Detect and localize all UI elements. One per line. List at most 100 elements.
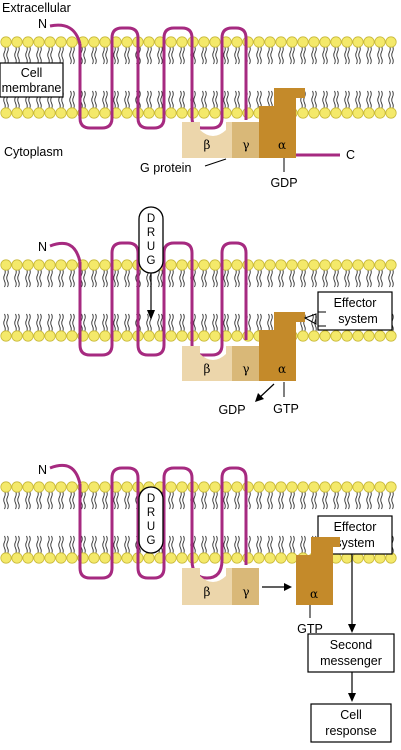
lipid-head [121, 330, 133, 342]
lipid-tail [102, 90, 108, 110]
lipid-tail [377, 268, 383, 288]
lipid-head [165, 330, 177, 342]
lipid-head [275, 552, 287, 564]
lipid-tail [289, 535, 295, 555]
lipid-tail [25, 313, 31, 333]
lipid-head [44, 107, 56, 119]
lipid-head [11, 330, 23, 342]
lipid-head [99, 330, 111, 342]
lipid-head [198, 330, 210, 342]
lipid-head [55, 330, 67, 342]
second-messenger-label-line1: Second [330, 638, 372, 652]
lipid-head [0, 330, 12, 342]
lipid-head [0, 107, 12, 119]
lipid-head [88, 330, 100, 342]
effector-label-line1: Effector [334, 296, 377, 310]
lipid-head [231, 330, 243, 342]
lipid-tail [124, 45, 130, 65]
lipid-head [44, 259, 56, 271]
lipid-head [231, 259, 243, 271]
lipid-tail [58, 490, 64, 510]
lipid-tail [377, 45, 383, 65]
lipid-head [341, 36, 353, 48]
lipid-tail [201, 45, 207, 65]
gdp-label: GDP [218, 403, 245, 417]
lipid-tail [201, 268, 207, 288]
lipid-tail [333, 45, 339, 65]
lipid-head [33, 330, 45, 342]
lipid-tail [36, 268, 42, 288]
gdp-label: GDP [270, 176, 297, 190]
lipid-tail [300, 490, 306, 510]
lipid-tail [201, 90, 207, 110]
lipid-head [11, 36, 23, 48]
lipid-head [363, 36, 375, 48]
lipid-tail [256, 535, 262, 555]
lipid-head [44, 330, 56, 342]
lipid-tail [344, 45, 350, 65]
lipid-head [341, 330, 353, 342]
lipid-tail [355, 45, 361, 65]
lipid-head [286, 552, 298, 564]
n-terminal-tail [49, 463, 82, 485]
lipid-tail [47, 313, 53, 333]
panel-3: N D R U G β γ Effector system α GTP Seco… [0, 463, 397, 743]
n-terminal-tail [49, 241, 82, 263]
lipid-head [242, 36, 254, 48]
lipid-tail [355, 90, 361, 110]
lipid-head [385, 36, 397, 48]
lipid-tail [47, 535, 53, 555]
lipid-head [352, 107, 364, 119]
receptor-chain [78, 241, 248, 357]
lipid-head [275, 36, 287, 48]
lipid-head [286, 36, 298, 48]
lipid-tail [333, 490, 339, 510]
lipid-tail [91, 490, 97, 510]
lipid-tail [113, 535, 119, 555]
g-protein-leader [204, 158, 227, 167]
lipid-head [22, 552, 34, 564]
effector-label-line1: Effector [334, 520, 377, 534]
messenger-to-response-arrowhead [348, 693, 356, 702]
lipid-tail [388, 45, 394, 65]
gamma-label: γ [242, 138, 249, 152]
lipid-tail [113, 45, 119, 65]
lipid-head [121, 552, 133, 564]
lipid-tail [223, 313, 229, 333]
lipid-head [22, 481, 34, 493]
lipid-head [264, 552, 276, 564]
lipid-tail [58, 268, 64, 288]
lipid-head [242, 481, 254, 493]
lipid-head [165, 481, 177, 493]
lipid-head [176, 552, 188, 564]
lipid-head [264, 259, 276, 271]
lipid-head [209, 552, 221, 564]
lipid-tail [69, 313, 75, 333]
lipid-head [242, 552, 254, 564]
lipid-tail [157, 313, 163, 333]
lipid-tail [14, 535, 20, 555]
lipid-tail [124, 268, 130, 288]
lipid-head [297, 330, 309, 342]
lipid-head [121, 259, 133, 271]
lipid-head [165, 552, 177, 564]
drug-letter: R [147, 507, 155, 519]
drug-letter: U [147, 241, 155, 253]
lipid-head [198, 259, 210, 271]
lipid-tail [278, 268, 284, 288]
lipid-tail [322, 45, 328, 65]
beta-label: β [204, 362, 211, 376]
lipid-tail [234, 313, 240, 333]
lipid-tail [234, 490, 240, 510]
lipid-head [209, 36, 221, 48]
lipid-head [253, 552, 265, 564]
lipid-head [0, 552, 12, 564]
lipid-head [66, 36, 78, 48]
lipid-head [253, 481, 265, 493]
lipid-tail [14, 45, 20, 65]
lipid-head [319, 107, 331, 119]
lipid-head [11, 552, 23, 564]
lipid-tail [14, 490, 20, 510]
lipid-tail [146, 90, 152, 110]
lipid-tail [333, 90, 339, 110]
